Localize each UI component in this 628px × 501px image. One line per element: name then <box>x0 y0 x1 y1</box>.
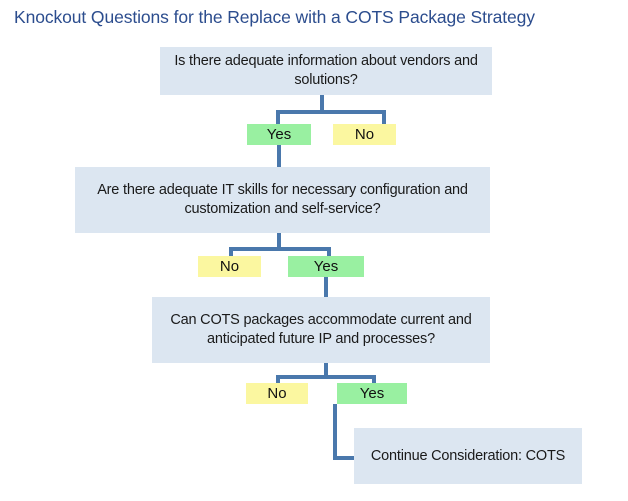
connector-q1-to-yes <box>276 110 280 124</box>
connector-q1-to-no <box>382 110 386 124</box>
connector-q3-stem <box>324 363 328 375</box>
connector-q2-to-no <box>229 247 233 259</box>
question-box-1: Is there adequate information about vend… <box>160 47 492 95</box>
decision-chip-q2-yes-label: Yes <box>313 258 339 275</box>
connector-q1-bar <box>276 110 386 114</box>
decision-chip-q1-yes[interactable]: Yes <box>247 124 311 145</box>
connector-q3yes-to-outcome <box>333 404 356 460</box>
outcome-box: Continue Consideration: COTS <box>354 428 582 484</box>
decision-chip-q1-yes-label: Yes <box>266 126 292 143</box>
outcome-box-label: Continue Consideration: COTS <box>370 447 566 464</box>
question-box-2-label: Are there adequate IT skills for necessa… <box>97 182 468 217</box>
decision-chip-q3-yes[interactable]: Yes <box>337 383 407 404</box>
page-title: Knockout Questions for the Replace with … <box>14 7 535 27</box>
decision-chip-q3-no-label: No <box>267 385 287 402</box>
connector-q2yes-to-q3 <box>324 277 328 297</box>
decision-chip-q1-no[interactable]: No <box>333 124 396 145</box>
question-box-2: Are there adequate IT skills for necessa… <box>75 167 490 233</box>
decision-chip-q2-no-label: No <box>219 258 240 275</box>
connector-q1yes-to-q2 <box>277 145 281 167</box>
decision-chip-q1-no-label: No <box>354 126 375 143</box>
decision-chip-q2-yes[interactable]: Yes <box>288 256 364 277</box>
connector-q3-to-yes <box>372 375 376 386</box>
connector-q1-stem <box>320 95 324 110</box>
connector-q2-bar <box>229 247 331 251</box>
connector-q2-stem <box>277 233 281 247</box>
question-box-1-label: Is there adequate information about vend… <box>174 53 478 88</box>
connector-q3-bar <box>276 375 376 379</box>
decision-chip-q3-no[interactable]: No <box>246 383 308 404</box>
connector-q2-to-yes <box>327 247 331 259</box>
decision-chip-q3-yes-label: Yes <box>359 385 385 402</box>
question-box-3-label: Can COTS packages accommodate current an… <box>170 312 472 347</box>
decision-chip-q2-no[interactable]: No <box>198 256 261 277</box>
connector-q3-to-no <box>276 375 280 386</box>
question-box-3: Can COTS packages accommodate current an… <box>152 297 490 363</box>
